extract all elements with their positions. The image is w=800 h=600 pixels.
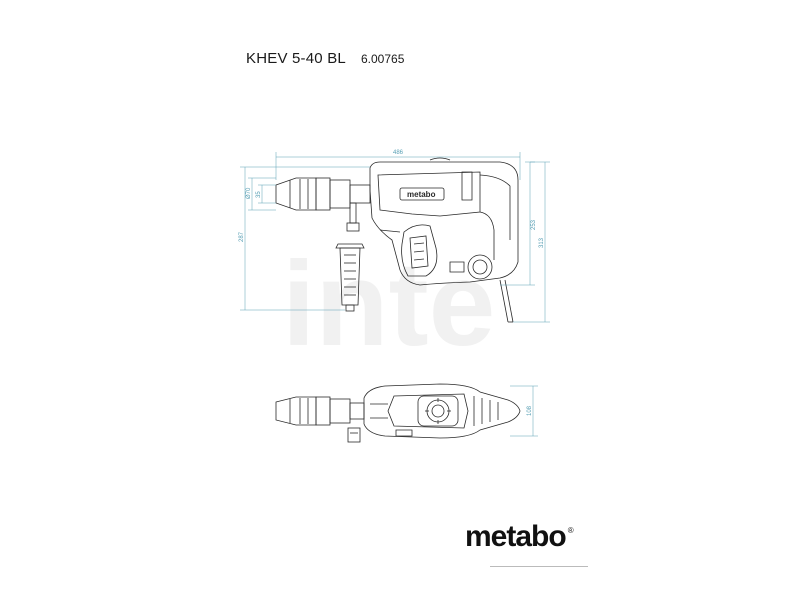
product-code: 6.00765 — [361, 52, 405, 66]
chuck-top — [275, 396, 365, 443]
dim-width-top: 108 — [527, 405, 533, 416]
aux-handle — [335, 202, 365, 312]
tool-brand-label: metabo — [407, 190, 436, 199]
brand-logo: metabo® — [465, 520, 574, 554]
dim-length: 486 — [393, 150, 404, 156]
brand-logo-text: metabo — [465, 520, 567, 553]
footer-divider — [490, 566, 588, 567]
top-dimensions — [510, 385, 538, 437]
registered-mark: ® — [567, 526, 574, 535]
dim-height-body: 253 — [531, 219, 537, 230]
top-view — [275, 383, 521, 443]
dim-chuck-diameter: Ø70 — [246, 187, 252, 199]
dim-height-total: 287 — [239, 231, 245, 242]
model-title: KHEV 5-40 BL — [246, 50, 346, 67]
side-view: metabo — [275, 157, 519, 323]
watermark-text: inte — [282, 237, 495, 371]
dim-height-overall: 313 — [539, 237, 545, 248]
side-dimensions — [240, 152, 550, 323]
dim-chuck-inner: 35 — [256, 191, 262, 198]
tool-body-top — [363, 383, 521, 439]
tool-body-side — [369, 157, 519, 323]
